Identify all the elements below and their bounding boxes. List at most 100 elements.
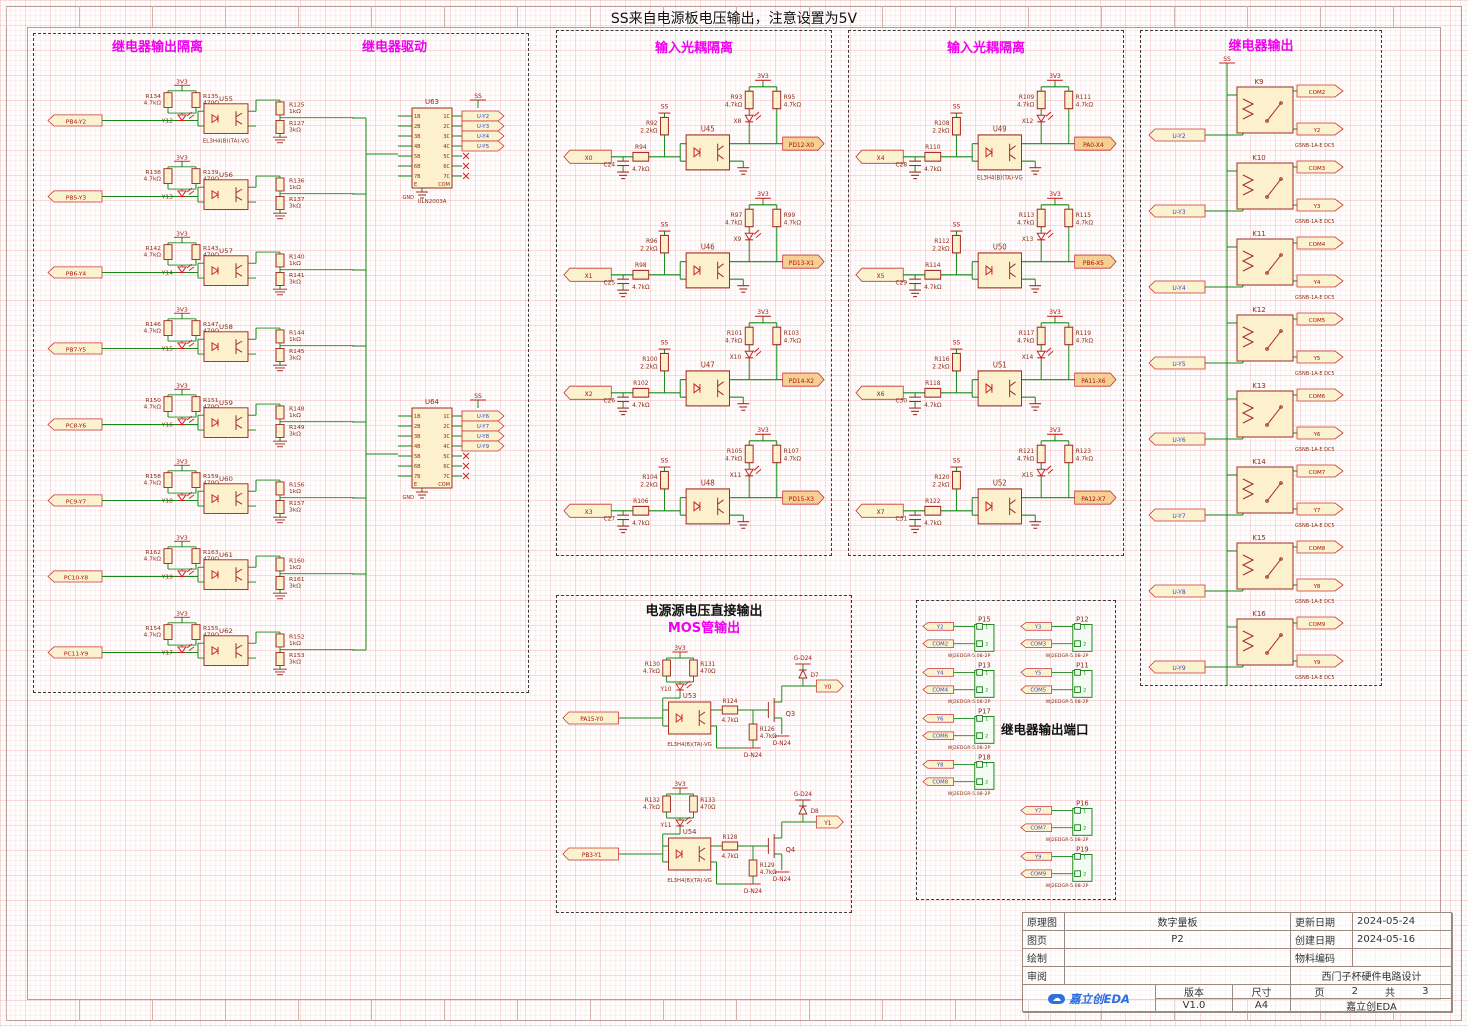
resistor-body[interactable] bbox=[924, 505, 942, 516]
resistor-body[interactable] bbox=[275, 405, 285, 420]
resistor-body[interactable] bbox=[1064, 90, 1074, 110]
resistor-body[interactable] bbox=[163, 168, 173, 184]
net-port-flag[interactable] bbox=[461, 130, 505, 142]
output-port-flag[interactable] bbox=[1296, 350, 1344, 364]
output-port-flag[interactable] bbox=[1296, 236, 1344, 250]
isolation-channel[interactable]: 3V3 R146 4.7kΩ R147 470Ω Y15 PB7-Y5 bbox=[44, 304, 354, 380]
net-port-flag[interactable] bbox=[461, 110, 505, 122]
isolation-channel[interactable]: 3V3 R138 4.7kΩ R139 470Ω Y13 PB5-Y3 bbox=[44, 152, 354, 228]
connector[interactable]: P13 Y4 COM4 1 2 WJ2EDGR-5.08-2P bbox=[921, 659, 1017, 705]
net-port-flag[interactable] bbox=[1148, 356, 1206, 370]
resistor-body[interactable] bbox=[772, 208, 782, 228]
led-icon[interactable] bbox=[177, 187, 195, 198]
connector[interactable]: P17 Y6 COM6 1 2 WJ2EDGR-5.08-2P bbox=[921, 705, 1017, 751]
led-icon[interactable] bbox=[1036, 465, 1054, 477]
resistor-body[interactable] bbox=[163, 624, 173, 640]
output-port-flag[interactable] bbox=[1074, 254, 1117, 269]
net-port-flag[interactable] bbox=[1020, 869, 1053, 878]
optocoupler-body[interactable] bbox=[203, 255, 249, 286]
input-port-flag[interactable] bbox=[855, 267, 904, 282]
driver-chip[interactable]: SS U64 1B 2B 3B 4B 5B 6B 7B 1C bbox=[378, 390, 508, 505]
resistor-body[interactable] bbox=[191, 92, 201, 108]
net-port-flag[interactable] bbox=[922, 622, 955, 631]
isolation-channel[interactable]: 3V3 R162 4.7kΩ R163 470Ω Y19 PC10-Y8 bbox=[44, 532, 354, 608]
mos-channel[interactable]: PB3-Y1 3V3 R132 4.7kΩ R133 470Ω Y11 U54 bbox=[561, 776, 849, 912]
opto-input-channel[interactable]: X1 C25 R98 4.7kΩ R96 2.2kΩ SS U46 bbox=[562, 183, 828, 301]
resistor-body[interactable] bbox=[952, 116, 961, 136]
isolation-channel[interactable]: 3V3 R158 4.7kΩ R159 470Ω Y18 PC9-Y7 bbox=[44, 456, 354, 532]
resistor-body[interactable] bbox=[163, 92, 173, 108]
net-port-flag[interactable] bbox=[1020, 685, 1053, 694]
resistor-body[interactable] bbox=[1064, 444, 1074, 464]
driver-chip[interactable]: SS U63 ULN2003A 1B 2B 3B 4B 5B 6B 7B bbox=[378, 90, 508, 205]
connector[interactable]: P19 Y9 COM9 1 2 WJ2EDGR-5.08-2P bbox=[1019, 843, 1115, 889]
led-icon[interactable] bbox=[177, 643, 195, 654]
input-port-flag[interactable] bbox=[47, 570, 103, 583]
mos-channel[interactable]: PA15-Y0 3V3 R130 4.7kΩ R131 470Ω Y10 U5 bbox=[561, 640, 849, 776]
relay-channel[interactable]: K11 G5NB-1A-E DC5 U-Y4 COM4 Y4 bbox=[1147, 229, 1377, 305]
resistor-body[interactable] bbox=[772, 326, 782, 346]
led-icon[interactable] bbox=[177, 491, 195, 502]
capacitor-icon[interactable] bbox=[617, 278, 629, 285]
output-port-flag[interactable] bbox=[1296, 426, 1344, 440]
resistor-body[interactable] bbox=[275, 481, 285, 496]
resistor-body[interactable] bbox=[662, 795, 671, 813]
led-icon[interactable] bbox=[744, 465, 762, 477]
output-port-flag[interactable] bbox=[1296, 122, 1344, 136]
opto-input-channel[interactable]: X3 C27 R106 4.7kΩ R104 2.2kΩ SS U48 bbox=[562, 419, 828, 537]
net-port-flag[interactable] bbox=[1148, 204, 1206, 218]
relay-body[interactable] bbox=[1236, 542, 1294, 590]
connector[interactable]: P18 Y8 COM8 1 2 WJ2EDGR-5.08-2P bbox=[921, 751, 1017, 797]
output-port-flag[interactable] bbox=[1296, 312, 1344, 326]
led-icon[interactable] bbox=[177, 415, 195, 426]
resistor-body[interactable] bbox=[748, 859, 758, 877]
opto-input-channel[interactable]: X4 C28 R110 4.7kΩ R108 2.2kΩ SS U49 E bbox=[854, 65, 1120, 183]
net-port-flag[interactable] bbox=[1020, 639, 1053, 648]
resistor-body[interactable] bbox=[632, 505, 650, 516]
optocoupler-body[interactable] bbox=[668, 701, 712, 735]
output-port-flag[interactable] bbox=[1296, 160, 1344, 174]
relay-channel[interactable]: K13 G5NB-1A-E DC5 U-Y6 COM6 Y6 bbox=[1147, 381, 1377, 457]
capacitor-icon[interactable] bbox=[909, 160, 921, 167]
net-port-flag[interactable] bbox=[1148, 280, 1206, 294]
opto-input-channel[interactable]: X5 C29 R114 4.7kΩ R112 2.2kΩ SS U50 bbox=[854, 183, 1120, 301]
resistor-body[interactable] bbox=[744, 208, 754, 228]
resistor-body[interactable] bbox=[163, 320, 173, 336]
input-port-flag[interactable] bbox=[47, 418, 103, 431]
led-icon[interactable] bbox=[744, 111, 762, 123]
led-icon[interactable] bbox=[177, 111, 195, 122]
led-icon[interactable] bbox=[744, 347, 762, 359]
output-port-flag[interactable] bbox=[1074, 136, 1117, 151]
capacitor-icon[interactable] bbox=[617, 514, 629, 521]
relay-body[interactable] bbox=[1236, 390, 1294, 438]
led-icon[interactable] bbox=[177, 567, 195, 578]
resistor-body[interactable] bbox=[1064, 326, 1074, 346]
resistor-body[interactable] bbox=[632, 387, 650, 398]
resistor-body[interactable] bbox=[275, 177, 285, 192]
input-port-flag[interactable] bbox=[47, 114, 103, 127]
relay-channel[interactable]: K15 G5NB-1A-E DC5 U-Y8 COM8 Y8 bbox=[1147, 533, 1377, 609]
resistor-body[interactable] bbox=[275, 557, 285, 572]
led-icon[interactable] bbox=[1036, 229, 1054, 241]
output-port-flag[interactable] bbox=[1296, 616, 1344, 630]
relay-body[interactable] bbox=[1236, 466, 1294, 514]
resistor-body[interactable] bbox=[275, 253, 285, 268]
net-port-flag[interactable] bbox=[1020, 806, 1053, 815]
resistor-body[interactable] bbox=[163, 548, 173, 564]
optocoupler-body[interactable] bbox=[977, 252, 1022, 289]
optocoupler-body[interactable] bbox=[685, 134, 730, 171]
net-port-flag[interactable] bbox=[922, 777, 955, 786]
resistor-body[interactable] bbox=[191, 396, 201, 412]
resistor-body[interactable] bbox=[275, 576, 285, 590]
isolation-channel[interactable]: 3V3 R142 4.7kΩ R143 470Ω Y14 PB6-Y4 bbox=[44, 228, 354, 304]
resistor-body[interactable] bbox=[772, 90, 782, 110]
resistor-body[interactable] bbox=[275, 196, 285, 210]
net-port-flag[interactable] bbox=[922, 760, 955, 769]
relay-channel[interactable]: K12 G5NB-1A-E DC5 U-Y5 COM5 Y5 bbox=[1147, 305, 1377, 381]
chip-body[interactable] bbox=[411, 407, 453, 489]
resistor-body[interactable] bbox=[275, 101, 285, 116]
input-port-flag[interactable] bbox=[47, 190, 103, 203]
input-port-flag[interactable] bbox=[47, 494, 103, 507]
resistor-body[interactable] bbox=[1036, 444, 1046, 464]
resistor-body[interactable] bbox=[275, 424, 285, 438]
